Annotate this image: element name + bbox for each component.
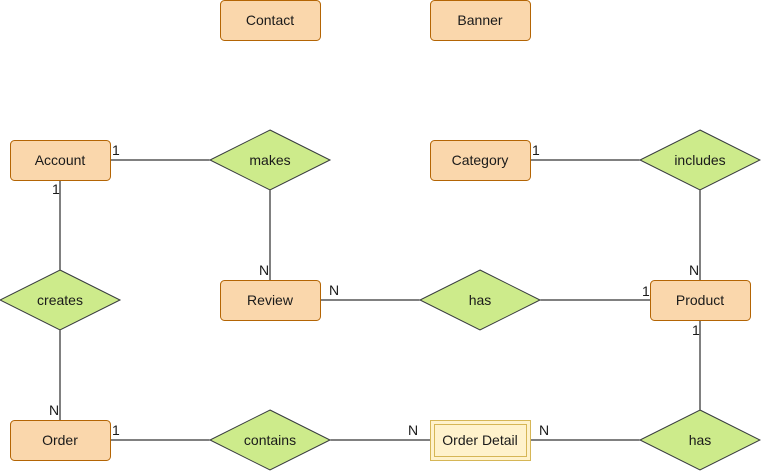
relationship-contains-label: contains bbox=[244, 432, 296, 448]
cardinality-makes-review: N bbox=[259, 262, 269, 278]
entity-order-label: Order bbox=[42, 432, 78, 448]
entity-account[interactable]: Account bbox=[10, 140, 111, 181]
cardinalities: 1 N 1 N 1 N N 1 1 1 N N bbox=[49, 142, 700, 438]
relationship-contains[interactable]: contains bbox=[208, 409, 332, 471]
cardinality-creates-order: N bbox=[49, 402, 59, 418]
cardinality-review-has: N bbox=[329, 282, 339, 298]
entity-order-detail-label: Order Detail bbox=[442, 432, 517, 448]
relationship-includes[interactable]: includes bbox=[638, 129, 761, 191]
entity-order[interactable]: Order bbox=[10, 420, 111, 461]
relationship-has-product-detail[interactable]: has bbox=[638, 409, 761, 471]
edges bbox=[59, 159, 701, 441]
cardinality-includes-product: N bbox=[689, 262, 699, 278]
entity-contact[interactable]: Contact bbox=[220, 0, 321, 41]
relationship-creates[interactable]: creates bbox=[0, 269, 122, 331]
relationship-has-product-detail-label: has bbox=[689, 432, 712, 448]
entity-product-label: Product bbox=[676, 292, 724, 308]
entity-order-detail[interactable]: Order Detail bbox=[430, 420, 531, 461]
cardinality-category-includes: 1 bbox=[532, 142, 540, 158]
cardinality-detail-has: N bbox=[539, 422, 549, 438]
entity-product[interactable]: Product bbox=[650, 280, 751, 321]
entity-review[interactable]: Review bbox=[220, 280, 321, 321]
relationship-has-review-product[interactable]: has bbox=[418, 269, 542, 331]
entity-review-label: Review bbox=[247, 292, 294, 308]
entity-category[interactable]: Category bbox=[430, 140, 531, 181]
cardinality-contains-detail: N bbox=[408, 422, 418, 438]
entity-banner[interactable]: Banner bbox=[430, 0, 531, 41]
cardinality-account-creates: 1 bbox=[52, 181, 60, 197]
relationship-makes[interactable]: makes bbox=[208, 129, 332, 191]
relationship-includes-label: includes bbox=[674, 152, 725, 168]
entity-account-label: Account bbox=[35, 152, 86, 168]
cardinality-has-product: 1 bbox=[642, 283, 650, 299]
cardinality-order-contains: 1 bbox=[112, 422, 120, 438]
cardinality-product-has: 1 bbox=[692, 322, 700, 338]
relationship-creates-label: creates bbox=[37, 292, 83, 308]
relationship-makes-label: makes bbox=[249, 152, 290, 168]
relationship-has-review-product-label: has bbox=[469, 292, 492, 308]
entity-contact-label: Contact bbox=[246, 12, 294, 28]
entity-banner-label: Banner bbox=[457, 12, 502, 28]
entity-category-label: Category bbox=[452, 152, 509, 168]
cardinality-account-makes: 1 bbox=[112, 142, 120, 158]
